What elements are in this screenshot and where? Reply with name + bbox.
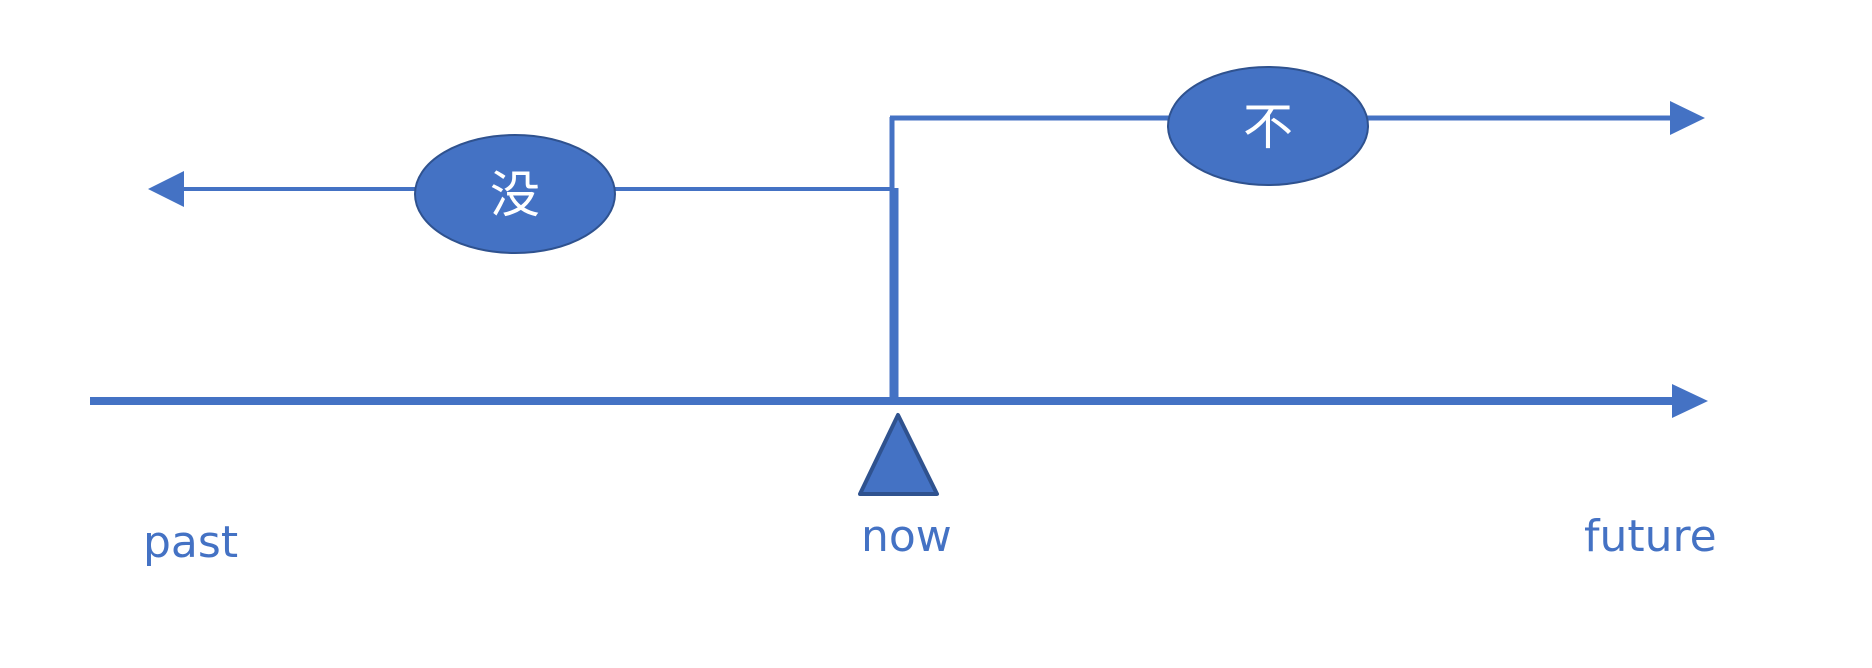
time-axis-arrowhead (1672, 384, 1708, 418)
future-label: future (1584, 511, 1717, 562)
future-negation-char: 不 (1243, 98, 1293, 156)
past-label: past (143, 517, 239, 568)
past-negation-ellipse (414, 134, 616, 254)
past-branch-arrowhead (148, 171, 184, 207)
future-branch-arrowhead (1670, 101, 1705, 135)
now-label: now (861, 511, 952, 562)
past-negation-char: 没 (490, 166, 540, 224)
future-negation-ellipse (1167, 66, 1369, 186)
now-pointer-triangle (858, 413, 939, 496)
